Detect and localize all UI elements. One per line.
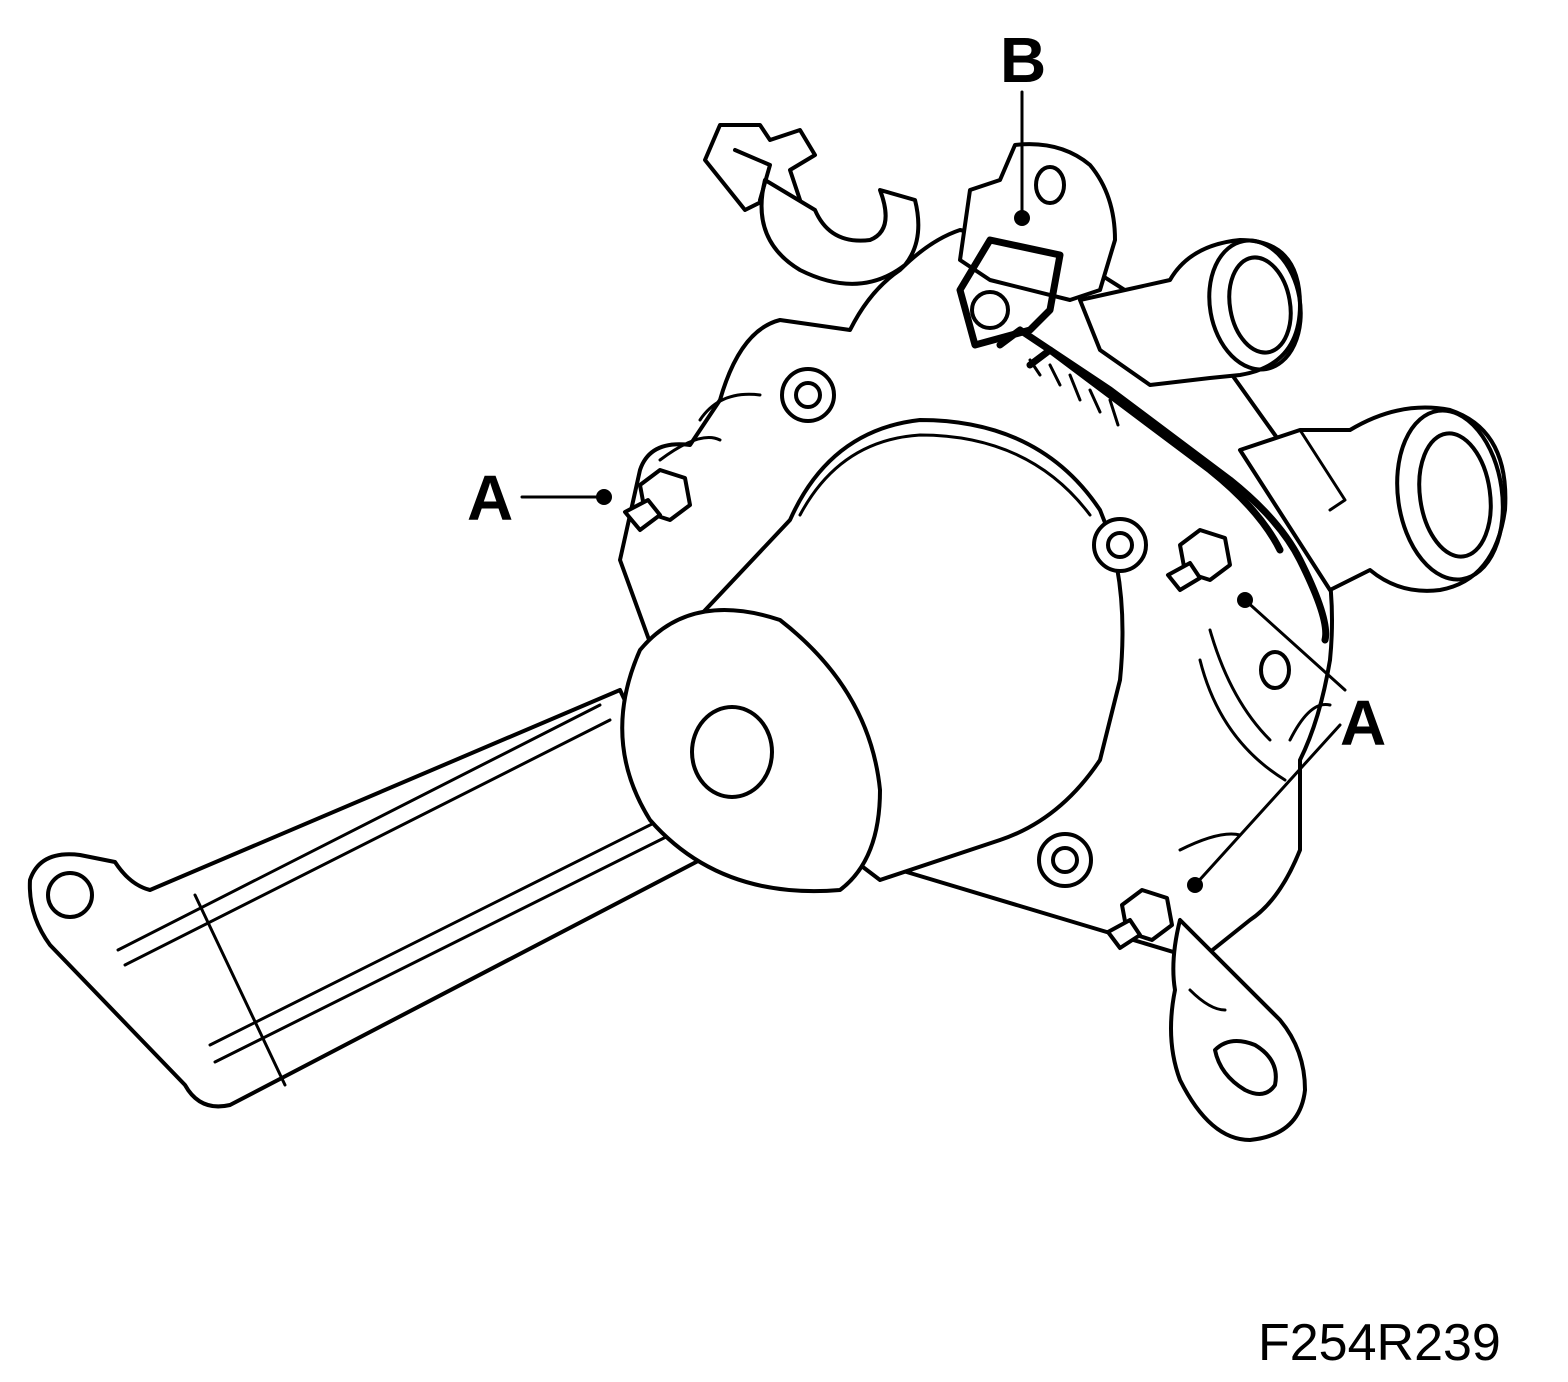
callout-a-left: A [467,462,513,534]
nuts-a [623,468,1232,950]
housing-bolt-holes [780,367,1148,888]
mounting-arm [27,688,702,1109]
figure-id: F254R239 [1258,1314,1501,1372]
nut-left [623,468,692,532]
callout-b: B [1000,24,1046,96]
sensor-connector [703,123,921,286]
lower-bracket-tab [1169,918,1307,1142]
bolt-b [970,290,1010,330]
pulley-drum [620,418,1125,894]
drum-center-hole [690,705,774,799]
arm-mounting-hole [46,871,94,919]
coolant-hose [996,326,1330,644]
nut-right-lower [1106,888,1174,950]
callout-a-right: A [1340,687,1386,759]
leader-lines [520,90,1347,893]
upper-outlet-pipe [1078,238,1303,387]
nut-right-upper [1166,528,1232,592]
tab-slot [1213,1039,1278,1096]
lower-outlet-pipe [1238,405,1508,593]
top-bracket [956,142,1117,349]
